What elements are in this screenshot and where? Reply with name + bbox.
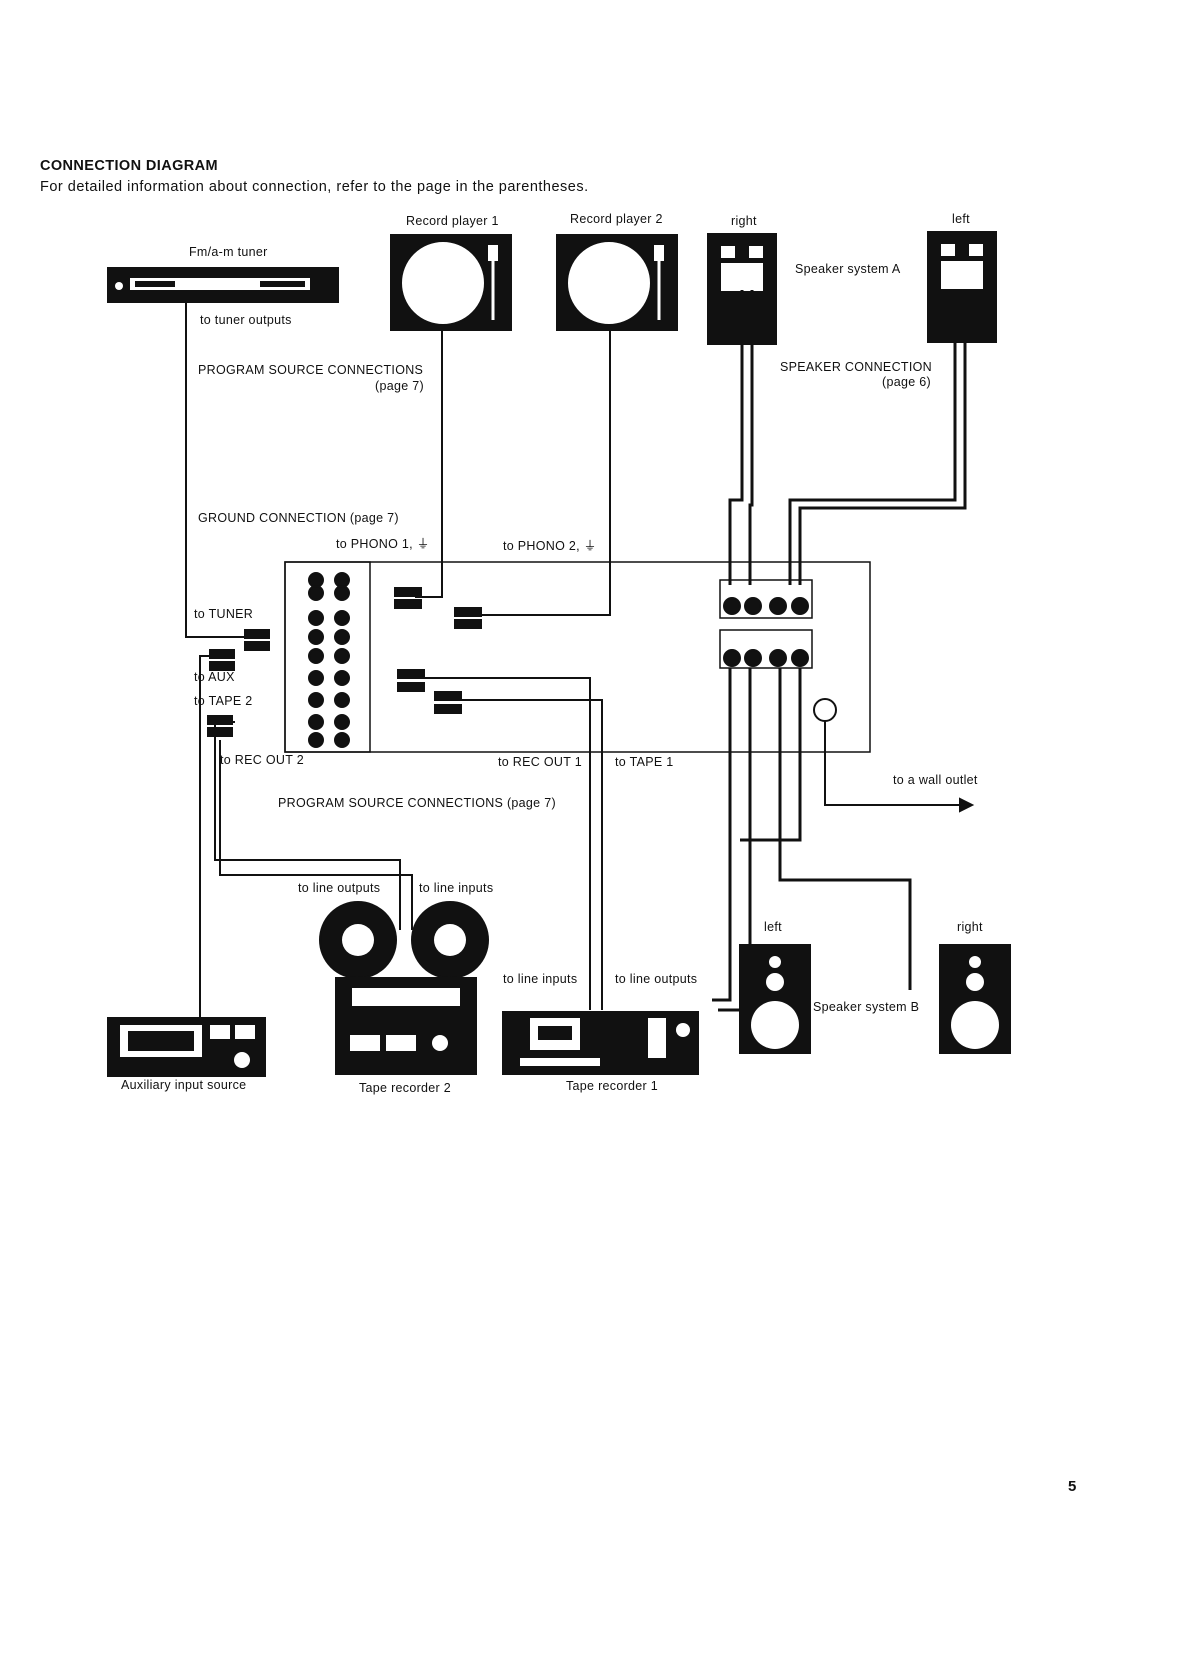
tape-recorder-2-device <box>319 901 489 1075</box>
to-aux-label: to AUX <box>194 670 235 684</box>
rca-plug-icon <box>207 587 482 737</box>
speaker-b-left-label: left <box>764 920 782 934</box>
speaker-a-left <box>927 231 997 343</box>
to-line-inputs-tr1-label: to line inputs <box>503 972 578 986</box>
speaker-b-right <box>939 944 1011 1054</box>
to-phono-1-label: to PHONO 1, ⏚ <box>336 537 430 551</box>
to-line-outputs-tr2-label: to line outputs <box>298 881 381 895</box>
speaker-connection-page: (page 6) <box>882 375 931 389</box>
to-rec-out-2-label: to REC OUT 2 <box>220 753 304 767</box>
ground-connection-label: GROUND CONNECTION (page 7) <box>198 511 399 525</box>
input-jacks <box>308 572 350 748</box>
cables <box>185 290 975 1025</box>
program-source-bottom-label: PROGRAM SOURCE CONNECTIONS (page 7) <box>278 796 556 810</box>
record-player-1-label: Record player 1 <box>406 214 499 228</box>
aux-source-label: Auxiliary input source <box>121 1078 247 1092</box>
speaker-terminals <box>719 579 813 669</box>
speaker-a-left-label: left <box>952 212 970 226</box>
to-tape-2-label: to TAPE 2 <box>194 694 253 708</box>
tape-recorder-1-label: Tape recorder 1 <box>566 1079 659 1093</box>
to-line-inputs-tr2-label: to line inputs <box>419 881 494 895</box>
record-player-2 <box>556 234 678 331</box>
speaker-system-a-label: Speaker system A <box>795 262 901 276</box>
to-line-outputs-tr1-label: to line outputs <box>615 972 698 986</box>
to-wall-outlet-label: to a wall outlet <box>893 773 978 787</box>
to-rec-out-1-label: to REC OUT 1 <box>498 755 582 769</box>
to-phono-2-label: to PHONO 2, ⏚ <box>503 539 597 553</box>
to-tape-1-label: to TAPE 1 <box>615 755 674 769</box>
program-source-top-label: PROGRAM SOURCE CONNECTIONS <box>198 363 424 377</box>
speaker-connection-label: SPEAKER CONNECTION <box>780 360 932 374</box>
tape-recorder-1-device <box>502 1011 699 1075</box>
speaker-b-right-label: right <box>957 920 983 934</box>
tuner-label: Fm/a-m tuner <box>189 245 268 259</box>
ground-icon: ⏚ <box>583 539 597 553</box>
record-player-2-label: Record player 2 <box>570 212 663 226</box>
speaker-b-left <box>739 944 811 1054</box>
ground-icon: ⏚ <box>416 537 430 551</box>
to-tuner-outputs-label: to tuner outputs <box>200 313 292 327</box>
record-player-1 <box>390 234 512 331</box>
to-tuner-label: to TUNER <box>194 607 254 621</box>
speaker-a-right-label: right <box>731 214 757 228</box>
tape-recorder-2-label: Tape recorder 2 <box>359 1081 452 1095</box>
page-subtitle: For detailed information about connectio… <box>40 179 589 195</box>
page-title: CONNECTION DIAGRAM <box>40 158 218 174</box>
program-source-top-page: (page 7) <box>375 379 424 393</box>
speaker-system-b-label: Speaker system B <box>813 1000 920 1014</box>
tuner-device <box>107 267 339 303</box>
aux-source-device <box>107 1017 266 1077</box>
page-number: 5 <box>1068 1478 1077 1495</box>
